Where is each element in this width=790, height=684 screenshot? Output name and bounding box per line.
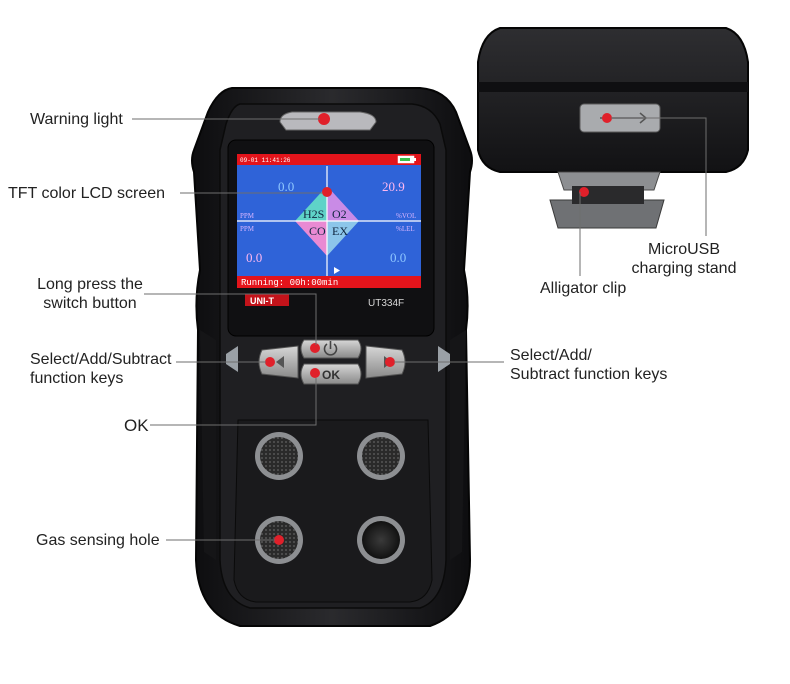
ok-key-label: OK — [322, 368, 340, 382]
lcd-ex-label: EX — [332, 224, 348, 238]
screen-marker — [322, 187, 332, 197]
sensor-hole — [357, 432, 405, 480]
lcd-h2s-value: 0.0 — [278, 179, 294, 194]
left-arrow-key[interactable] — [258, 345, 299, 379]
sensor-hole-marker — [274, 535, 284, 545]
gas-detector-front: 09-01 11:41:26 0.0 20.9 0.0 0.0 H2S O2 C… — [191, 87, 473, 627]
leader-lines — [132, 117, 707, 541]
lcd-running-bar — [237, 276, 421, 288]
callout-long-press-line1: Long press the — [37, 276, 143, 293]
lcd-time: 09-01 11:41:26 — [240, 157, 291, 164]
power-key-marker — [310, 343, 320, 353]
lcd-unit-lel: %LEL — [396, 225, 415, 233]
alligator-marker — [579, 187, 589, 197]
callout-long-press: Long press the switch button — [30, 275, 150, 313]
lcd-h2s-label: H2S — [303, 207, 324, 221]
callout-ok: OK — [124, 416, 149, 435]
o2-cell — [327, 186, 359, 221]
left-arrow-icon — [276, 356, 284, 368]
right-key-marker — [385, 357, 395, 367]
lcd-unit-ppm-2: PPM — [240, 225, 255, 233]
callout-tft-screen: TFT color LCD screen — [8, 185, 166, 202]
microusb-marker — [602, 113, 612, 123]
brand-logo: UNI-T — [250, 296, 274, 306]
model-label: UT334F — [368, 298, 404, 309]
keypad: OK — [226, 339, 450, 385]
lcd-co-value: 0.0 — [246, 250, 262, 265]
left-key-marker — [265, 357, 275, 367]
lcd-status-bar — [237, 154, 421, 165]
callout-select-left-line2: function keys — [30, 370, 124, 387]
callout-microusb-line2: charging stand — [631, 260, 737, 277]
battery-icon — [397, 155, 416, 164]
lcd-co-label: CO — [309, 224, 326, 238]
leader-long-press — [144, 293, 317, 345]
lcd-screen: 09-01 11:41:26 0.0 20.9 0.0 0.0 H2S O2 C… — [237, 154, 421, 288]
callout-alligator: Alligator clip — [540, 280, 627, 297]
callout-gas-hole: Gas sensing hole — [36, 532, 160, 549]
lcd-ex-value: 0.0 — [390, 250, 406, 265]
callout-select-right-line2: Subtract function keys — [510, 366, 668, 383]
leader-microusb — [611, 117, 707, 236]
top-body — [477, 27, 749, 173]
power-key[interactable] — [300, 339, 362, 359]
lcd-unit-vol: %VOL — [396, 212, 416, 220]
callout-select-left: Select/Add/Subtract function keys — [30, 350, 171, 388]
h2s-cell — [295, 186, 327, 221]
callout-select-right-line1: Select/Add/ — [510, 347, 592, 364]
callout-microusb: MicroUSB charging stand — [614, 240, 754, 278]
right-grip — [450, 330, 466, 560]
top-band — [478, 82, 748, 92]
left-grip — [200, 330, 216, 560]
lcd-o2-label: O2 — [332, 207, 347, 221]
ok-key-marker — [310, 368, 320, 378]
lcd-o2-value: 20.9 — [382, 179, 405, 194]
power-icon — [323, 341, 338, 356]
callout-select-right: Select/Add/ Subtract function keys — [510, 346, 667, 384]
sensor-hole — [255, 432, 303, 480]
lcd-running-text: Running: 00h:00min — [241, 278, 338, 288]
callout-long-press-line2: switch button — [43, 295, 137, 312]
alligator-clip — [549, 171, 665, 229]
callout-warning-light: Warning light — [30, 111, 123, 128]
ex-cell — [327, 221, 359, 256]
callout-select-left-line1: Select/Add/Subtract — [30, 351, 172, 368]
right-arrow-key[interactable] — [365, 345, 406, 379]
right-side-key[interactable] — [438, 346, 450, 372]
leader-ok — [150, 378, 317, 426]
lcd-unit-ppm-1: PPM — [240, 212, 255, 220]
warning-light-marker — [318, 113, 330, 125]
sensor-hole — [255, 516, 303, 564]
left-side-key[interactable] — [226, 346, 238, 372]
lcd-cursor-icon — [334, 267, 340, 274]
brand-plate — [245, 294, 289, 306]
gas-detector-top — [477, 27, 749, 229]
sensor-hole — [357, 516, 405, 564]
co-cell — [295, 221, 327, 256]
ok-key[interactable]: OK — [300, 363, 362, 385]
callout-microusb-line1: MicroUSB — [647, 241, 720, 258]
